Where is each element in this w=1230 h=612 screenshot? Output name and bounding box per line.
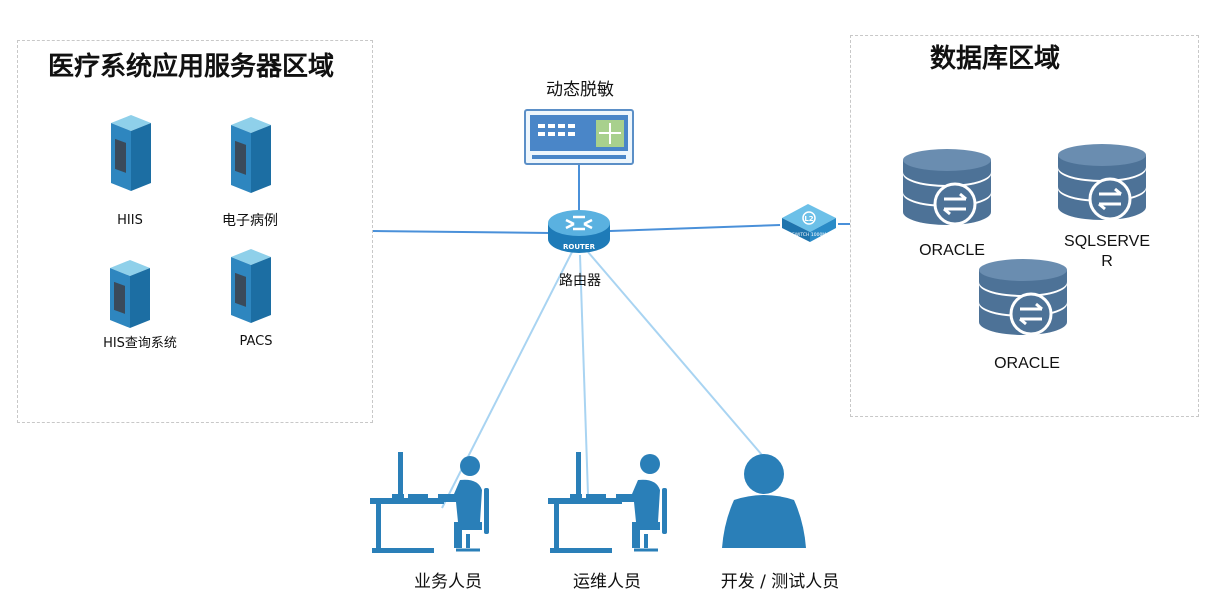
link-router-devtest [587,251,763,456]
database-zone [850,35,1199,417]
server-label-pacs: PACS [239,334,273,349]
router-label: 路由器 [559,273,601,289]
user-label-ops: 运维人员 [573,572,641,592]
person-at-computer-icon [548,452,667,553]
server-icon [111,115,151,191]
masking-appliance-icon [524,109,634,165]
link-app-router [372,230,551,234]
server-icon [231,117,271,193]
person-icon [722,454,806,548]
masking-label: 动态脱敏 [546,80,614,100]
person-at-computer-icon [370,452,489,553]
database-label-sqlserver: SQLSERVE R [1064,233,1150,270]
database-icon [903,149,991,226]
switch-badge-text: SWITCH 1000M [792,232,827,238]
server-label-hiis: HIIS [117,213,143,228]
link-router-ops [579,254,589,496]
router-icon: ROUTER [548,210,610,253]
switch-badge-l2: L2 [804,215,813,223]
database-label-oracle-2: ORACLE [994,355,1060,372]
server-icon [231,249,271,323]
database-label-oracle-1: ORACLE [919,242,985,259]
database-zone-title: 数据库区域 [930,44,1061,74]
app-server-zone-title: 医疗系统应用服务器区域 [48,52,335,82]
link-router-switch [609,224,781,232]
user-label-devtest: 开发 / 测试人员 [720,572,840,592]
router-badge: ROUTER [563,243,596,251]
app-server-zone [17,40,373,423]
server-label-emr: 电子病例 [222,213,278,229]
switch-icon: L2 SWITCH 1000M [782,204,836,242]
server-icon [110,260,150,328]
database-icon [1058,144,1146,221]
server-label-his-query: HIS查询系统 [103,336,177,351]
user-label-business: 业务人员 [414,572,482,592]
database-icon [979,259,1067,336]
